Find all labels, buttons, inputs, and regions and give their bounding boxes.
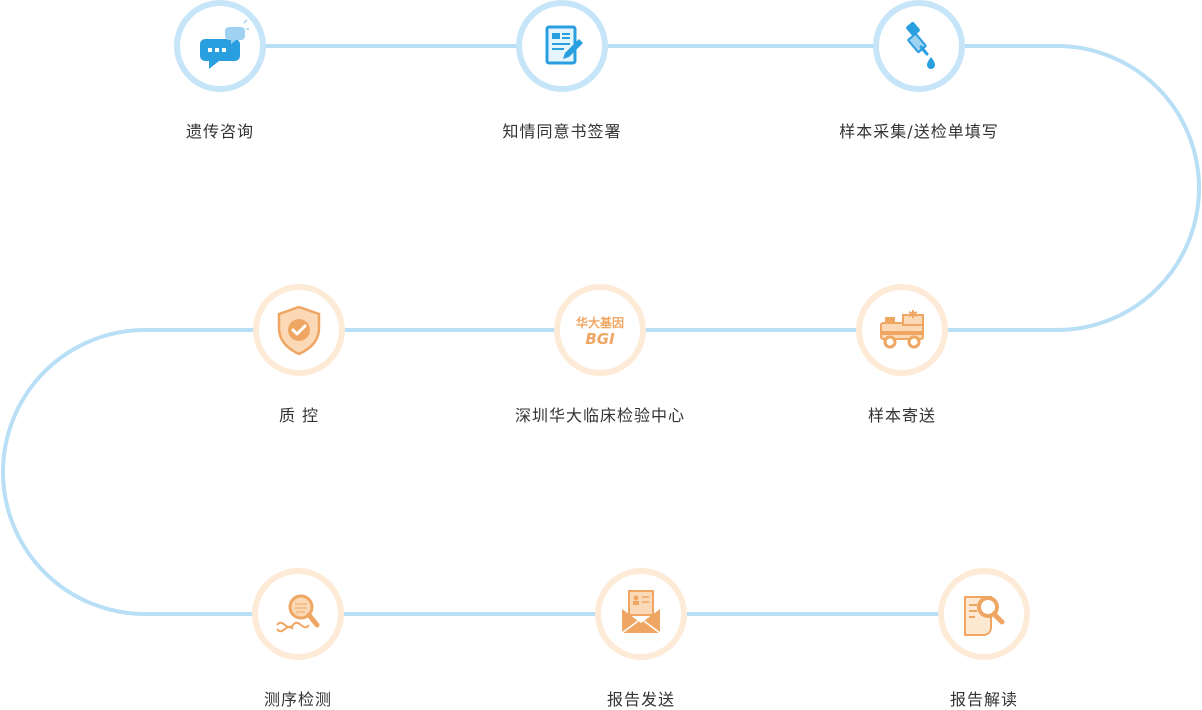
step-label: 样本寄送 (867, 406, 936, 425)
shield-check-icon (277, 305, 321, 356)
step-node[interactable] (252, 568, 344, 660)
step-node[interactable] (174, 0, 266, 92)
envelope-report-icon (621, 590, 661, 634)
step-node[interactable] (516, 0, 608, 92)
step-node[interactable] (856, 284, 948, 376)
logo-text: 华大基因 (576, 315, 624, 330)
dna-magnifier-icon (276, 594, 320, 633)
document-sign-icon (545, 25, 583, 65)
step-label: 测序检测 (263, 690, 332, 709)
step-label: 报告解读 (949, 690, 1018, 709)
step-node[interactable] (253, 284, 345, 376)
step-label: 遗传咨询 (185, 122, 254, 141)
step-label: 报告发送 (606, 690, 675, 709)
step-node[interactable] (873, 0, 965, 92)
ambulance-icon (880, 310, 924, 349)
report-search-icon (964, 596, 1005, 636)
chat-bubbles-icon (200, 19, 249, 69)
step-node[interactable]: 华大基因 BGI (554, 284, 646, 376)
dropper-icon (906, 22, 935, 69)
step-label: 深圳华大临床检验中心 (514, 406, 685, 425)
step-label: 样本采集/送检单填写 (839, 122, 999, 141)
step-node[interactable] (938, 568, 1030, 660)
bgi-logo: 华大基因 BGI (576, 315, 624, 348)
step-node[interactable] (595, 568, 687, 660)
step-label: 质 控 (278, 406, 320, 425)
logo-subtext: BGI (585, 330, 615, 348)
step-label: 知情同意书签署 (502, 122, 622, 141)
